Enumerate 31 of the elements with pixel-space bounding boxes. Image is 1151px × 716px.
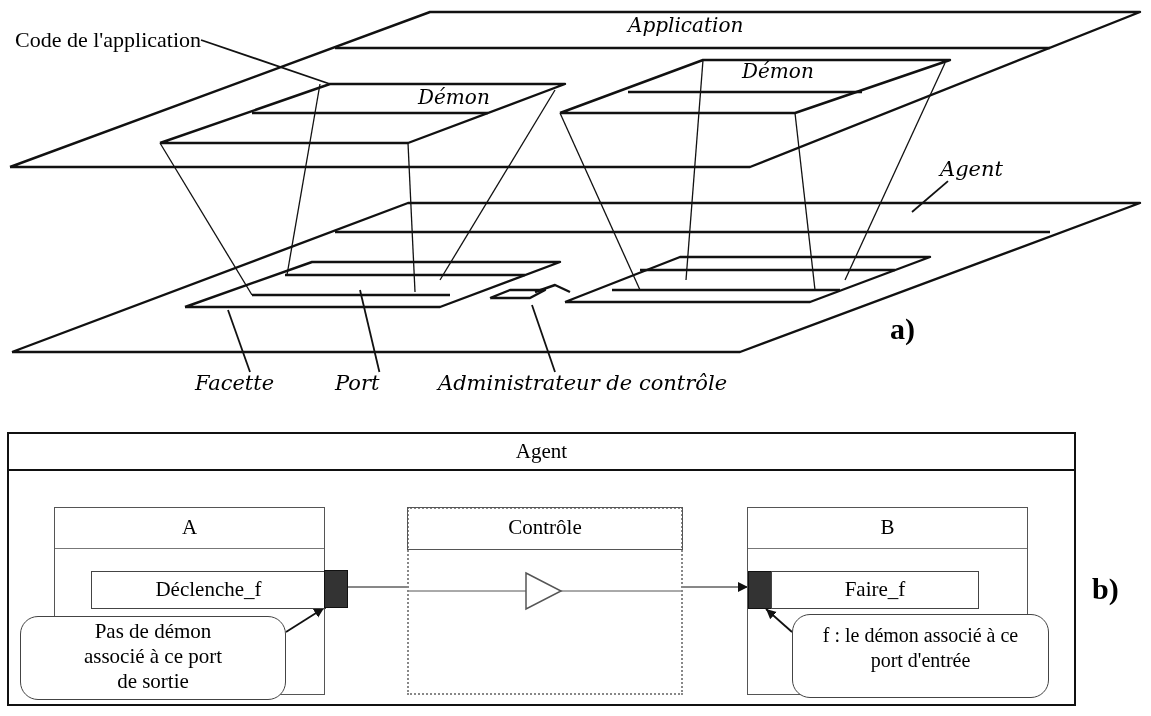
pointer-arrow (285, 607, 325, 633)
box-title: Contrôle (508, 515, 582, 539)
pointer-arrow (682, 582, 749, 592)
callout-label: Port (335, 372, 380, 396)
callout-label: Agent (940, 158, 1003, 182)
leader-line (531, 304, 556, 373)
leader-line (911, 180, 949, 213)
leader-line (359, 289, 381, 373)
box-title: A (181, 515, 198, 539)
pointer-arrow (765, 608, 793, 633)
panel-label: a) (890, 312, 915, 345)
plane-label: Application (628, 14, 744, 36)
agent-container (7, 432, 1076, 706)
panel-label: b) (1092, 572, 1119, 605)
callout-label: Code de l'application (15, 28, 202, 53)
box-title: B (880, 515, 895, 539)
note-tooltip: Pas de démon associé à ce port de sortie (20, 616, 286, 700)
box-title: Agent (515, 439, 568, 463)
demon-box (560, 60, 951, 114)
port-label-box: Faire_f (771, 571, 979, 609)
callout-label: Administrateur de contrôle (438, 372, 728, 396)
box-title: Démon (742, 60, 814, 82)
port-label-box: Déclenche_f (91, 571, 326, 609)
input-port-square (748, 571, 772, 609)
box-title: Démon (418, 86, 490, 108)
callout-label: Facette (195, 372, 275, 396)
output-port-square (324, 570, 348, 608)
note-tooltip: f : le démon associé à ce port d'entrée (792, 614, 1049, 698)
leader-line (227, 309, 251, 373)
control-box (407, 507, 683, 695)
demon-box (160, 84, 566, 144)
